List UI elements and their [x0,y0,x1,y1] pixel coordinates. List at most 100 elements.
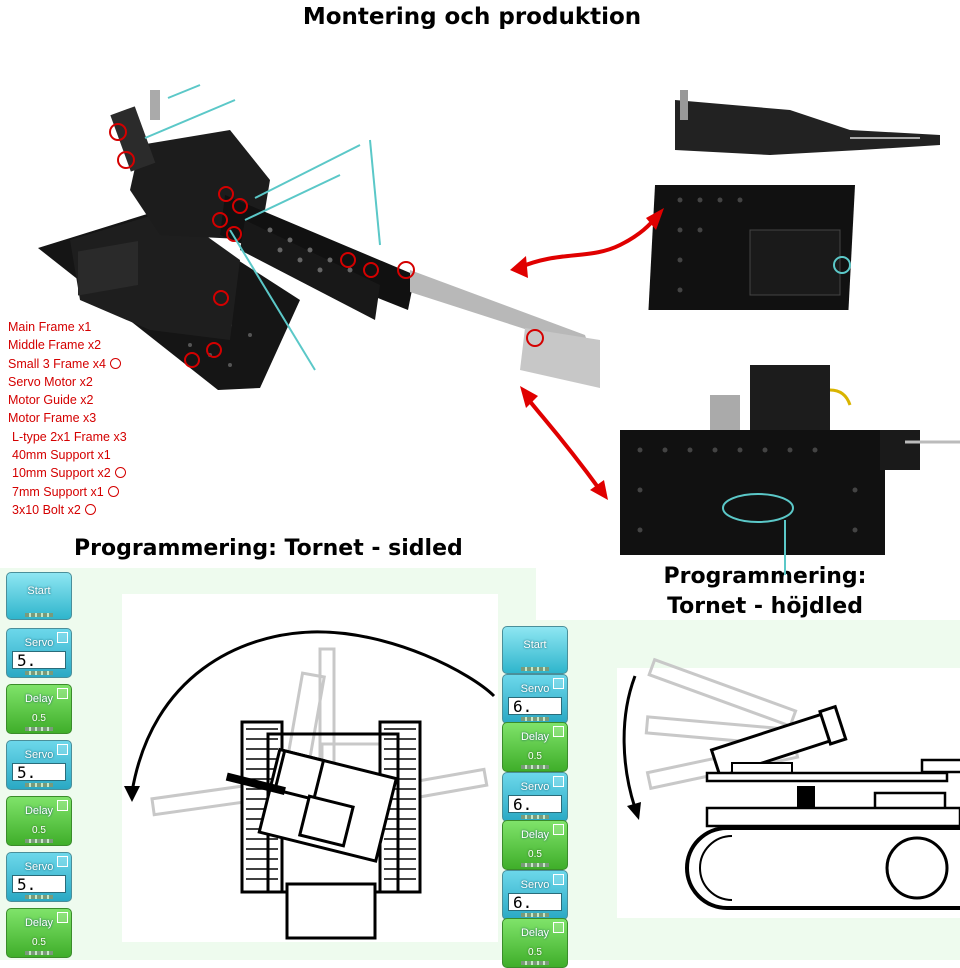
tank-side-view-diagram [622,657,960,910]
block-label: Delay [24,917,54,929]
block-label: Servo [520,683,550,695]
block-connector [521,863,549,867]
block-label: Start [523,639,547,651]
block-checkbox-icon[interactable] [57,912,68,923]
delay-value: 0.5 [528,849,542,860]
block-label: Delay [520,731,550,743]
block-checkbox-icon[interactable] [553,678,564,689]
part-quantity: x2 [64,502,81,517]
block-connector [521,961,549,965]
part-symbol-icon [114,467,126,479]
height-program-title: Programmering: Tornet - höjdled [620,562,910,622]
block-checkbox-icon[interactable] [57,800,68,811]
block-checkbox-icon[interactable] [553,874,564,885]
part-symbol-icon [107,485,119,497]
servo-block[interactable]: Servo 5. [6,628,72,678]
block-connector [25,895,53,899]
start-block[interactable]: Start [502,626,568,674]
delay-value: 0.5 [528,947,542,958]
start-block[interactable]: Start [6,572,72,620]
parts-list-item: 10mm Support x2 [8,464,127,482]
part-quantity: x1 [87,484,104,499]
elevation-arrow-head [627,802,641,820]
block-checkbox-icon[interactable] [57,856,68,867]
delay-value: 0.5 [32,825,46,836]
block-connector [521,717,549,721]
part-quantity: x4 [89,356,106,371]
part-quantity: x2 [76,374,93,389]
block-checkbox-icon[interactable] [553,922,564,933]
block-connector [25,727,53,731]
part-name: Small 3 Frame [8,356,90,371]
tank-top-view-diagram [124,630,496,940]
delay-value: 0.5 [528,751,542,762]
part-name: 7mm Support [12,484,88,499]
parts-list-item: Motor Frame x3 [8,409,127,427]
block-label: Servo [24,749,54,761]
block-checkbox-icon[interactable] [553,824,564,835]
servo-block[interactable]: Servo 6. [502,870,568,920]
part-name: 40mm Support [12,448,94,463]
block-connector [25,783,53,787]
part-quantity: x2 [84,338,102,353]
assembly-photo-top-right [648,90,940,310]
block-label: Servo [24,637,54,649]
block-connector [25,613,53,617]
block-label: Delay [24,805,54,817]
block-checkbox-icon[interactable] [553,726,564,737]
servo-block[interactable]: Servo 5. [6,740,72,790]
block-label: Delay [520,829,550,841]
part-name: Servo Motor [8,374,77,389]
part-symbol-icon [84,503,96,515]
parts-list-item: 3x10 Bolt x2 [8,501,127,519]
block-checkbox-icon[interactable] [57,688,68,699]
part-symbol-icon [109,357,121,369]
assembly-photo-bottom-right [620,365,960,575]
part-quantity: x3 [109,429,127,444]
part-name: 10mm Support [12,466,94,481]
servo-value-field[interactable]: 5. [12,763,66,782]
part-name: Motor Frame [8,411,80,426]
parts-list-item: Middle Frame x2 [8,336,127,354]
block-label: Start [27,585,51,597]
block-connector [521,913,549,917]
parts-list-item: 40mm Support x1 [8,446,127,464]
servo-value-field[interactable]: 5. [12,875,66,894]
block-checkbox-icon[interactable] [553,776,564,787]
servo-value-field[interactable]: 6. [508,893,562,912]
block-connector [521,765,549,769]
block-label: Servo [520,879,550,891]
part-quantity: x2 [93,466,111,481]
block-label: Delay [24,693,54,705]
delay-block[interactable]: Delay 0.5 [502,820,568,870]
block-connector [25,839,53,843]
part-quantity: x3 [79,411,97,426]
servo-value-field[interactable]: 6. [508,697,562,716]
part-name: Motor Guide [8,393,77,408]
side-program-title: Programmering: Tornet - sidled [74,536,463,561]
block-checkbox-icon[interactable] [57,744,68,755]
main-title: Montering och produktion [302,4,642,30]
delay-block[interactable]: Delay 0.5 [502,722,568,772]
parts-list-item: 7mm Support x1 [8,483,127,501]
servo-value-field[interactable]: 5. [12,651,66,670]
parts-list-item: Main Frame x1 [8,318,127,336]
delay-block[interactable]: Delay 0.5 [6,796,72,846]
block-connector [25,951,53,955]
part-quantity: x1 [74,320,92,334]
delay-block[interactable]: Delay 0.5 [6,684,72,734]
servo-value-field[interactable]: 6. [508,795,562,814]
part-quantity: x2 [76,393,94,408]
servo-block[interactable]: Servo 6. [502,674,568,724]
part-quantity: x1 [93,448,111,463]
delay-value: 0.5 [32,713,46,724]
part-name: Middle Frame [8,338,85,353]
height-title-line2: Tornet - höjdled [667,594,863,619]
height-title-line1: Programmering: [663,564,867,589]
block-checkbox-icon[interactable] [57,632,68,643]
